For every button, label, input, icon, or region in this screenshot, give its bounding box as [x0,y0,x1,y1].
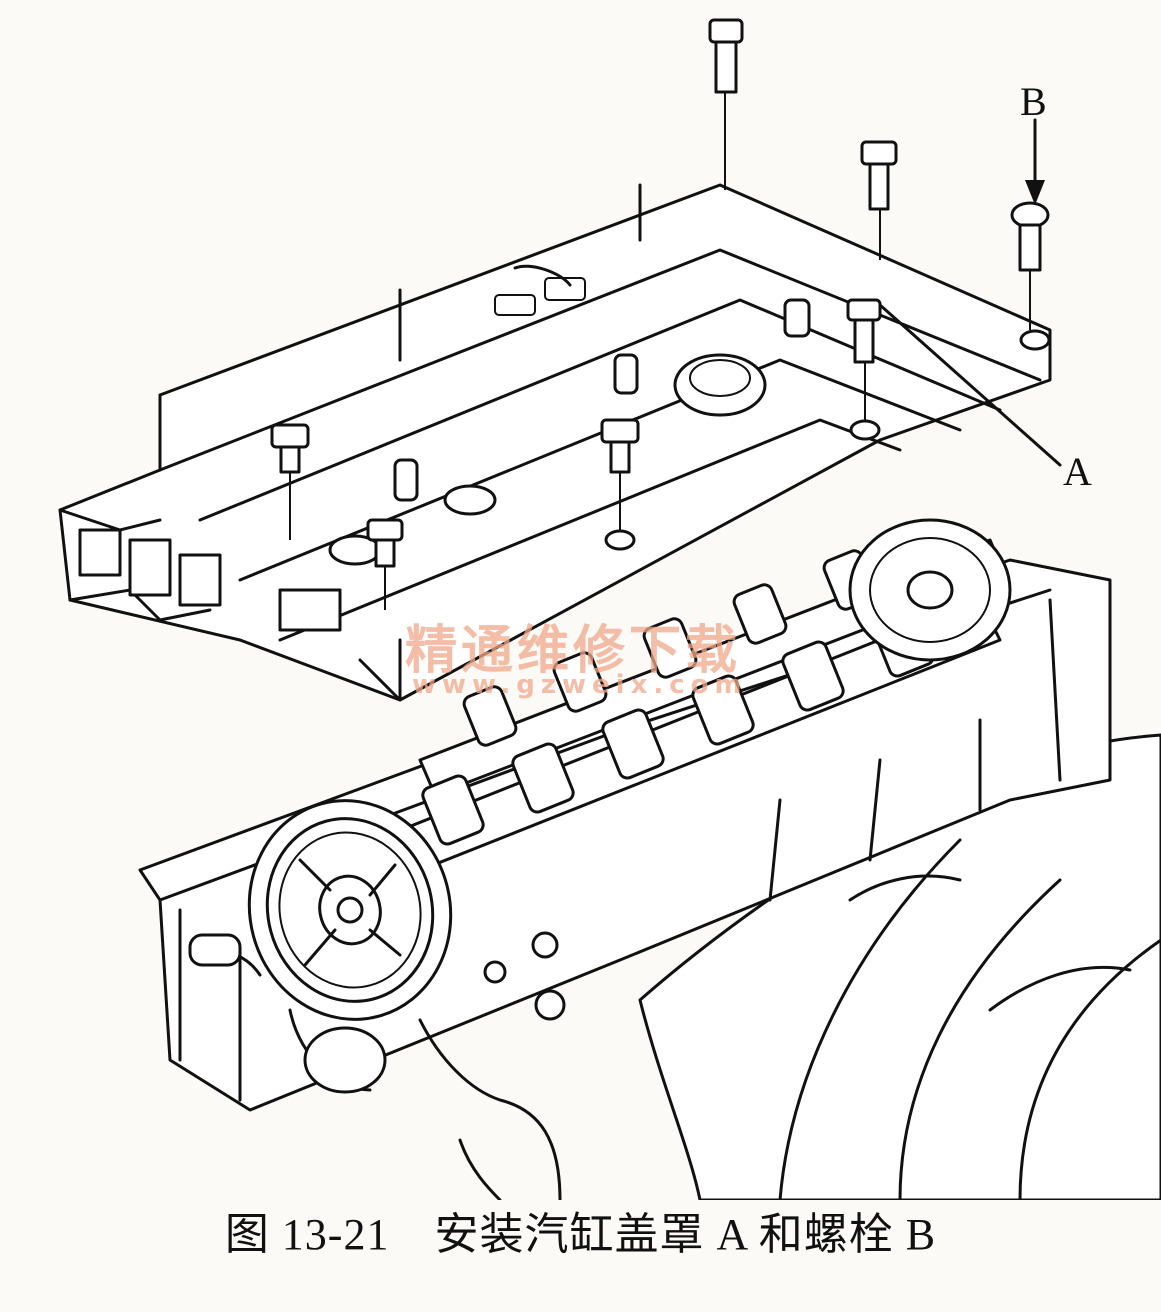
callouts [878,118,1062,467]
label-a: A [1063,449,1092,494]
figure-caption: 图 13-21 安装汽缸盖罩 A 和螺栓 B [224,1210,937,1259]
rear-sprocket [848,518,1012,662]
engine-diagram: B A 精通维修下载 www.gzweix.com [58,18,1161,1200]
cam-pulley [188,799,453,1094]
watermark-text: 精通维修下载 [405,621,741,681]
cover-bolts [270,18,1050,610]
watermark-url: www.gzweix.com [412,670,748,700]
valve-cover [58,183,1052,702]
label-b: B [1020,79,1047,124]
